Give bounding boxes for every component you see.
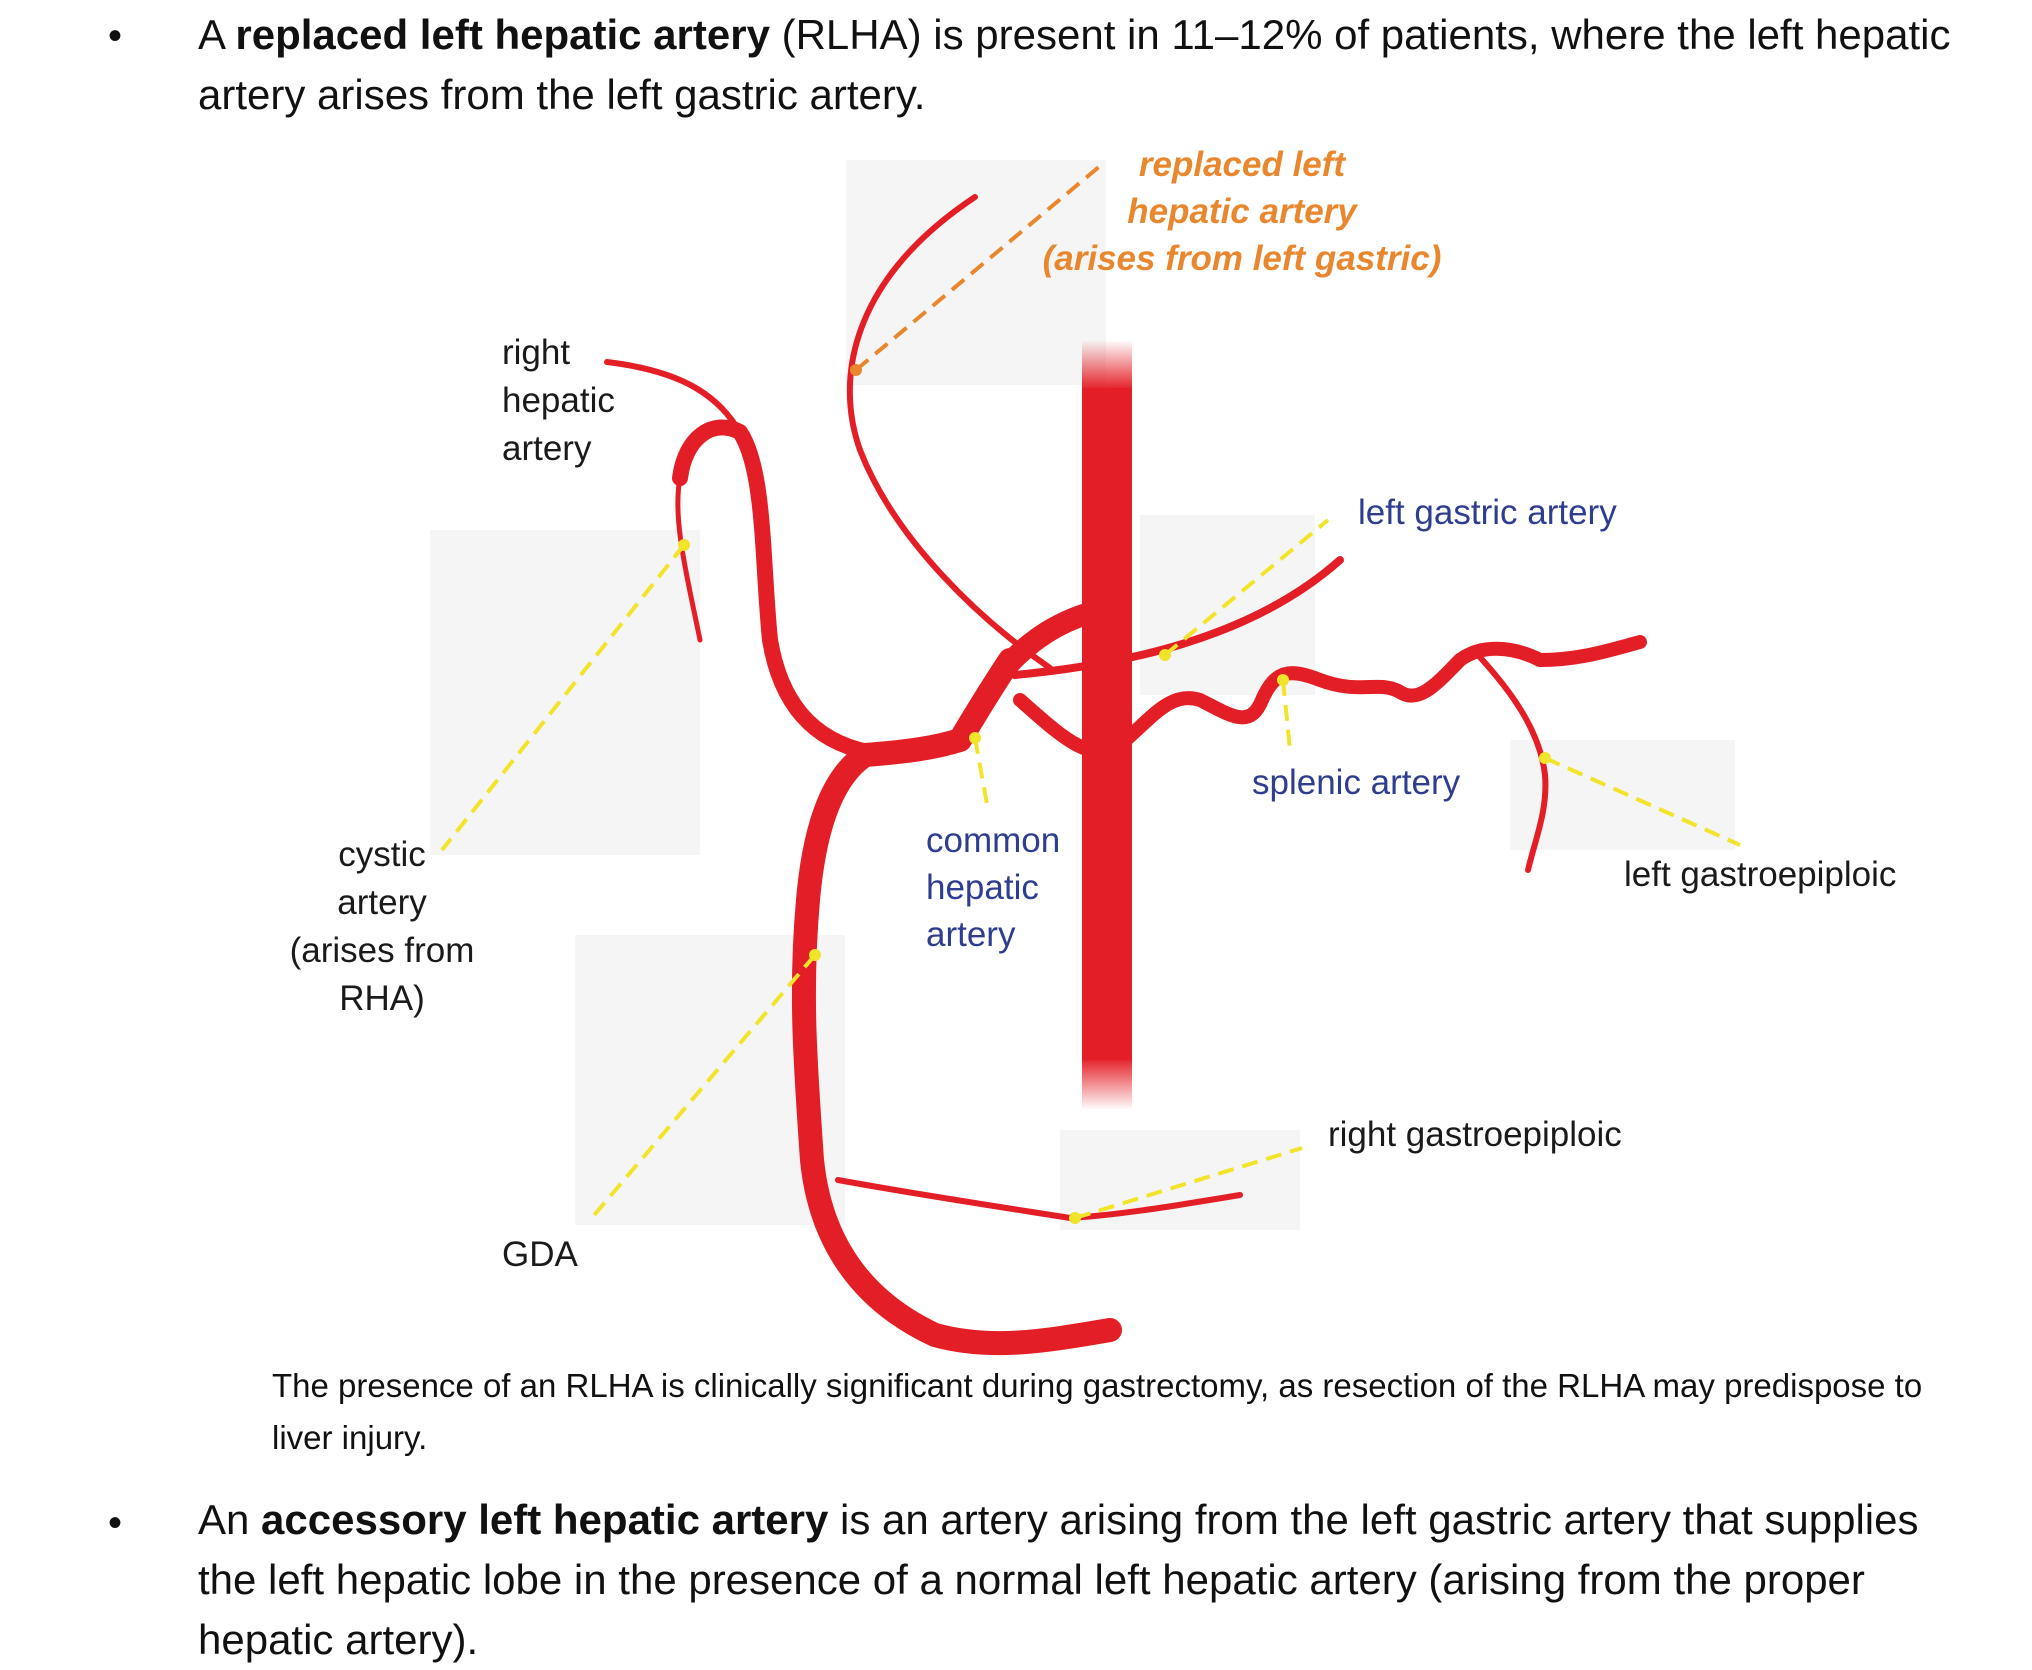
leader-splenic xyxy=(1281,679,1292,751)
label-right-hepatic-artery: right hepatic artery xyxy=(502,333,615,468)
gastroduodenal-artery xyxy=(791,743,1122,1356)
label-right-gastroepiploic: right gastroepiploic xyxy=(1328,1115,1622,1154)
bullet-2-pre: An xyxy=(198,1496,262,1543)
bullet-1-post: (RLHA) is present in 11–12% of patients,… xyxy=(198,11,1951,118)
bullet-2-post: is an artery arising from the left gastr… xyxy=(198,1496,1919,1663)
bullet-text-2: An accessory left hepatic artery is an a… xyxy=(198,1490,1978,1670)
svg-text:hepatic artery: hepatic artery xyxy=(1127,192,1358,231)
bullet-marker-2: • xyxy=(108,1501,123,1545)
svg-text:(arises from left gastric): (arises from left gastric) xyxy=(1043,239,1442,278)
bullet-text-1: A replaced left hepatic artery (RLHA) is… xyxy=(198,5,1978,125)
svg-text:cystic: cystic xyxy=(338,835,426,874)
bullet-1-bold-term: replaced left hepatic artery xyxy=(235,11,770,58)
svg-text:artery: artery xyxy=(337,883,427,922)
svg-text:artery: artery xyxy=(926,915,1016,954)
arteries xyxy=(604,194,1647,1356)
svg-text:hepatic: hepatic xyxy=(502,381,615,420)
label-gda: GDA xyxy=(502,1235,579,1274)
left-gastroepiploic-vessel xyxy=(1475,652,1549,873)
label-common-hepatic-artery: common hepatic artery xyxy=(926,821,1060,954)
leader-rlha xyxy=(854,164,1102,372)
svg-text:replaced left: replaced left xyxy=(1139,145,1347,184)
label-rlha: replaced left hepatic artery (arises fro… xyxy=(1043,145,1442,278)
right-hepatic-artery xyxy=(672,419,876,760)
label-cystic-artery: cystic artery (arises from RHA) xyxy=(290,835,475,1018)
clinical-note: The presence of an RLHA is clinically si… xyxy=(272,1367,1923,1456)
leader-left-gastroepiploic xyxy=(1544,756,1741,847)
leader-lines xyxy=(440,164,1741,1222)
svg-text:RHA): RHA) xyxy=(339,979,425,1018)
leader-common-hepatic xyxy=(973,737,990,811)
bullet-1-pre: A xyxy=(198,11,236,58)
leader-right-gastroepiploic xyxy=(1074,1146,1303,1220)
aorta xyxy=(1082,340,1132,1110)
splenic-artery-vessel xyxy=(1013,635,1647,759)
svg-text:common: common xyxy=(926,821,1060,860)
label-left-gastroepiploic: left gastroepiploic xyxy=(1624,855,1896,894)
label-left-gastric-artery: left gastric artery xyxy=(1358,493,1617,532)
left-gastric-vessel xyxy=(1011,556,1344,679)
cystic-artery-vessel xyxy=(675,475,703,643)
svg-text:hepatic: hepatic xyxy=(926,868,1039,907)
bullet-2-bold-term: accessory left hepatic artery xyxy=(261,1496,829,1543)
bullet-marker-1: • xyxy=(108,14,123,58)
leader-left-gastric xyxy=(1163,518,1330,657)
svg-text:(arises from: (arises from xyxy=(290,931,475,970)
svg-text:artery: artery xyxy=(502,429,592,468)
label-splenic-artery: splenic artery xyxy=(1252,763,1461,802)
replaced-left-hepatic-vessel xyxy=(846,194,1053,671)
svg-text:right: right xyxy=(502,333,570,372)
leader-cystic xyxy=(440,543,686,852)
right-hepatic-upper-branch xyxy=(604,359,743,435)
leader-gda xyxy=(588,953,817,1222)
common-hepatic-artery xyxy=(853,648,1022,767)
leader-dots xyxy=(678,364,1551,1224)
